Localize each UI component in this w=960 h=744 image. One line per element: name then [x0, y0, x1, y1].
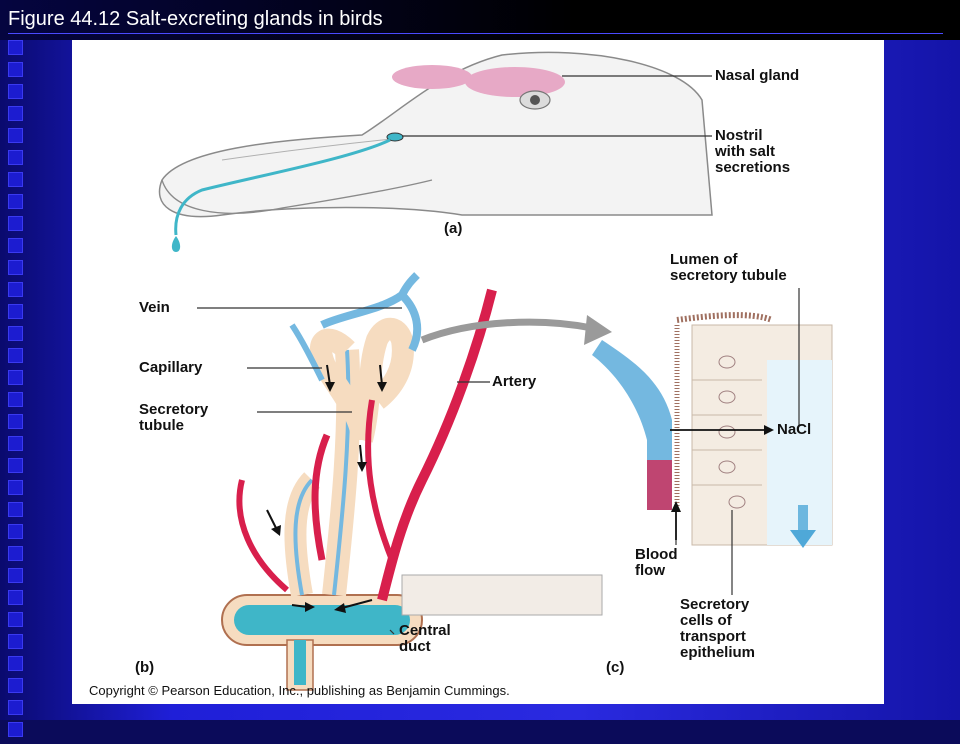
label-secretory-cells: Secretory cells of transport epithelium [680, 596, 756, 661]
nasal-gland-shape [392, 65, 472, 89]
label-panel-c: (c) [606, 659, 625, 676]
decorative-square-column [8, 40, 24, 744]
copyright-notice: Copyright © Pearson Education, Inc., pub… [89, 683, 510, 698]
label-secretory-tubule: Secretory tubule [139, 401, 209, 434]
salt-droplet [171, 236, 181, 252]
gland-structure-illustration [221, 272, 603, 691]
bird-head-illustration [158, 51, 713, 252]
outflow-arrowhead [790, 530, 816, 548]
figure-illustration [158, 51, 833, 691]
label-lumen: Lumen of secretory tubule [670, 251, 787, 284]
figure-panel: Nasal gland Nostril with salt secretions… [72, 40, 884, 704]
label-artery: Artery [492, 373, 537, 390]
label-central-duct: Central duct [399, 622, 451, 655]
label-vein: Vein [139, 299, 170, 316]
label-panel-a: (a) [444, 220, 463, 237]
slide-title: Figure 44.12 Salt-excreting glands in bi… [8, 8, 383, 30]
label-nasal-gland: Nasal gland [715, 67, 800, 84]
label-panel-b: (b) [135, 659, 155, 676]
nasal-gland-shape-2 [465, 67, 565, 97]
title-underline [8, 33, 943, 34]
epithelium-detail-illustration [592, 312, 833, 548]
label-blood-flow: Blood flow [635, 546, 678, 579]
connector-arrowhead [584, 315, 612, 345]
label-capillary: Capillary [139, 359, 203, 376]
label-nostril: Nostril with salt secretions [715, 127, 791, 176]
label-nacl: NaCl [777, 421, 812, 438]
